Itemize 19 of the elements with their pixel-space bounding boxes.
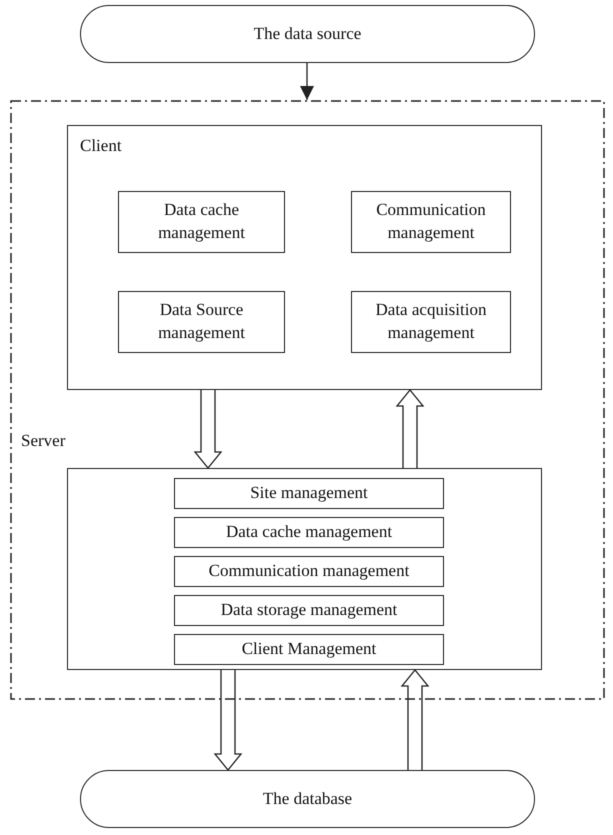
terminal-node: The database <box>80 770 535 828</box>
process-box: Data storage management <box>174 595 444 626</box>
process-box: Data Source management <box>118 291 285 353</box>
group-title: Server <box>21 431 66 451</box>
process-box: Communication management <box>351 191 511 253</box>
hollow-arrow <box>194 389 222 470</box>
hollow-arrow <box>396 388 424 469</box>
process-box: Data cache management <box>118 191 285 253</box>
hollow-arrow <box>214 669 242 772</box>
process-box: Communication management <box>174 556 444 587</box>
terminal-node: The data source <box>80 5 535 63</box>
group-title: Client <box>80 136 122 156</box>
process-box: Site management <box>174 478 444 509</box>
process-box: Data cache management <box>174 517 444 548</box>
arrow <box>300 63 314 100</box>
group-box <box>67 125 542 390</box>
hollow-arrow <box>400 668 430 771</box>
process-box: Client Management <box>174 634 444 665</box>
process-box: Data acquisition management <box>351 291 511 353</box>
